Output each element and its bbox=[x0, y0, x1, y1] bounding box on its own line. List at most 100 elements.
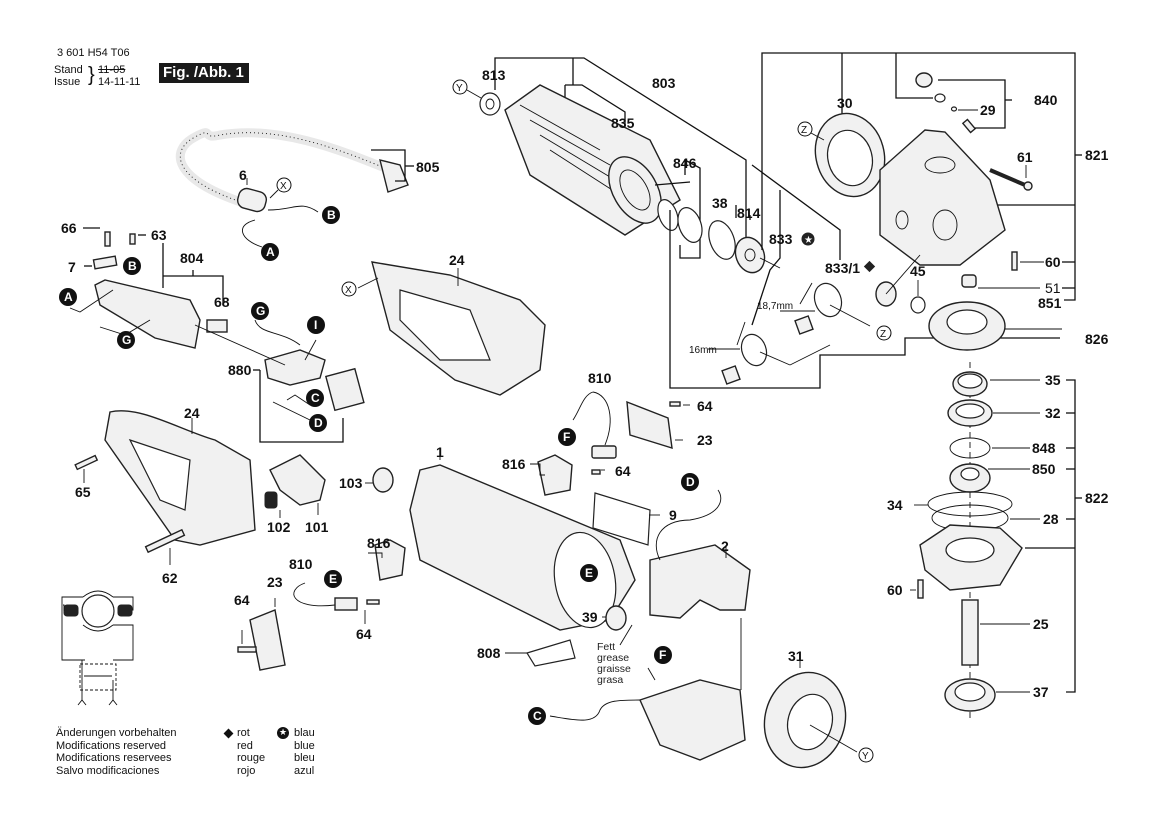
callout-38: 38 bbox=[712, 195, 728, 211]
callout-814: 814 bbox=[737, 205, 761, 221]
callout-24-top: 24 bbox=[449, 252, 465, 268]
svg-text:A: A bbox=[266, 245, 275, 259]
switch-housing bbox=[94, 279, 201, 349]
nut-45 bbox=[910, 296, 926, 314]
svg-text:F: F bbox=[563, 430, 570, 444]
reference-X-cable: X bbox=[276, 177, 292, 193]
callout-25: 25 bbox=[1033, 616, 1049, 632]
field-coil-left-symbol bbox=[63, 604, 79, 617]
cover-23b bbox=[249, 609, 286, 671]
svg-text:★: ★ bbox=[804, 235, 813, 246]
power-cable bbox=[175, 128, 414, 248]
screw-61 bbox=[1023, 181, 1033, 191]
legend-red-fr: rouge bbox=[237, 752, 266, 764]
callout-840: 840 bbox=[1034, 92, 1058, 108]
spring-102 bbox=[264, 491, 278, 509]
svg-text:E: E bbox=[585, 566, 593, 580]
callout-810-bottom: 810 bbox=[289, 556, 313, 572]
svg-text:D: D bbox=[314, 416, 323, 430]
callout-64-top: 64 bbox=[697, 398, 713, 414]
screw-65 bbox=[74, 454, 99, 471]
modifications-es: Salvo modificaciones bbox=[56, 764, 160, 777]
screw-64d bbox=[237, 646, 257, 653]
callout-29: 29 bbox=[980, 102, 996, 118]
callout-826: 826 bbox=[1085, 331, 1109, 347]
brace: } bbox=[88, 64, 95, 86]
brush-810a bbox=[591, 445, 617, 459]
callout-35: 35 bbox=[1045, 372, 1061, 388]
issue-date: 14-11-11 bbox=[98, 76, 141, 88]
brush-holder-upper bbox=[530, 391, 690, 496]
callout-39: 39 bbox=[582, 609, 598, 625]
reference-markers: Y X X Z Z Y bbox=[276, 79, 892, 763]
callout-816-top: 816 bbox=[502, 456, 526, 472]
callout-labels: 813 803 835 846 38 814 833 833/1 30 840 … bbox=[61, 67, 1109, 700]
circlip-848 bbox=[949, 437, 991, 459]
screw-66 bbox=[104, 231, 111, 247]
stand-date-struck: 11-05 bbox=[98, 64, 126, 76]
modifications-notice: Änderungen vorbehalten Modifications res… bbox=[56, 727, 176, 777]
pin bbox=[961, 118, 977, 134]
legend-blue-en: blue bbox=[294, 739, 315, 752]
bearing-813 bbox=[479, 92, 501, 116]
svg-text:F: F bbox=[659, 648, 666, 662]
callout-24-handle: 24 bbox=[184, 405, 200, 421]
connector-D-switch: D bbox=[309, 414, 327, 432]
spindle-assembly bbox=[910, 362, 1082, 720]
legend-blue-star-icon: ★ bbox=[277, 727, 289, 739]
electronic-880 bbox=[264, 349, 326, 386]
stand-label: Stand bbox=[54, 64, 83, 76]
callout-23-top: 23 bbox=[697, 432, 713, 448]
figure-title: Fig. /Abb. 1 bbox=[159, 63, 249, 83]
clip-7 bbox=[92, 255, 118, 270]
lever-101 bbox=[269, 454, 326, 506]
switch-assembly bbox=[69, 227, 365, 443]
bearing-38 bbox=[708, 220, 736, 260]
brush-810b bbox=[334, 597, 358, 611]
legend-blue-es: azul bbox=[294, 764, 315, 777]
field-coils bbox=[549, 489, 858, 769]
seal-insert-1 bbox=[794, 315, 814, 335]
washer bbox=[677, 207, 703, 243]
screw-60b bbox=[917, 579, 924, 599]
connector-D-coil: D bbox=[681, 473, 699, 491]
connector-G-switch: G bbox=[117, 331, 135, 349]
diamond-icon bbox=[863, 260, 876, 273]
svg-text:I: I bbox=[314, 318, 317, 332]
connector-B-cable: B bbox=[322, 206, 340, 224]
bearing-group bbox=[657, 158, 871, 385]
cover-9 bbox=[592, 492, 651, 546]
dimension-16mm: 16mm bbox=[689, 345, 717, 356]
callout-65: 65 bbox=[75, 484, 91, 500]
callout-102: 102 bbox=[267, 519, 291, 535]
callout-803: 803 bbox=[652, 75, 676, 91]
callout-45: 45 bbox=[910, 263, 926, 279]
connector-I: I bbox=[307, 316, 325, 334]
callout-833: 833 bbox=[769, 231, 793, 247]
connector-B-switch: B bbox=[123, 257, 141, 275]
plug bbox=[379, 159, 409, 193]
svg-text:G: G bbox=[122, 333, 131, 347]
screw-62 bbox=[144, 528, 186, 554]
callout-64-bottom: 64 bbox=[356, 626, 372, 642]
svg-text:G: G bbox=[256, 304, 265, 318]
gear-housing bbox=[814, 72, 1062, 351]
dimension-18-7mm: 18,7mm bbox=[757, 301, 793, 312]
plate-68 bbox=[206, 319, 228, 333]
callout-6: 6 bbox=[239, 167, 247, 183]
screw-63 bbox=[129, 233, 136, 245]
connector-E-coil: E bbox=[580, 564, 598, 582]
callout-61: 61 bbox=[1017, 149, 1033, 165]
issue-label: Issue bbox=[54, 76, 81, 88]
callout-821: 821 bbox=[1085, 147, 1109, 163]
legend-red-en: red bbox=[237, 739, 253, 752]
callout-848: 848 bbox=[1032, 440, 1056, 456]
callout-804: 804 bbox=[180, 250, 204, 266]
circlip-846 bbox=[657, 199, 679, 231]
bearing-814 bbox=[734, 236, 766, 274]
reference-Y-endcap: Y bbox=[858, 747, 874, 763]
callout-851: 851 bbox=[1038, 295, 1062, 311]
callout-51: 51 bbox=[1045, 280, 1061, 296]
legend-red: rot red rouge rojo bbox=[237, 727, 265, 777]
